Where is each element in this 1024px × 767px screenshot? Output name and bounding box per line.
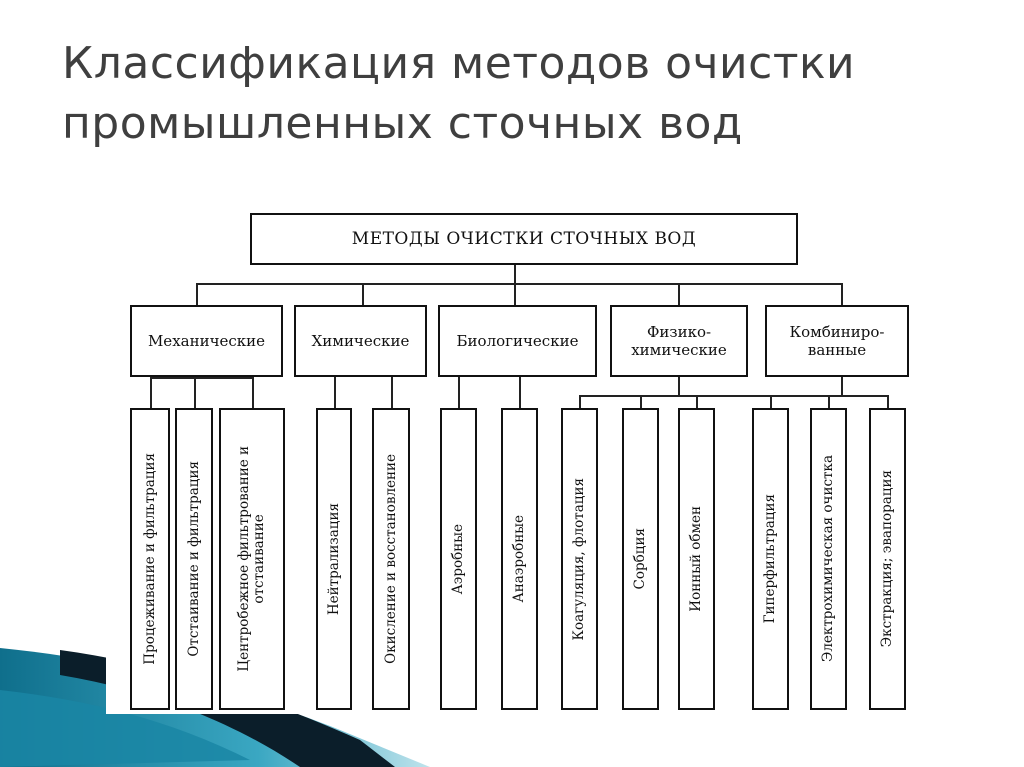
group-label: Химические — [311, 332, 410, 350]
connector-line — [579, 395, 581, 408]
leaf-aerobic: Аэробные — [440, 408, 477, 710]
leaf-coagulation-flotation: Коагуляция, флотация — [561, 408, 598, 710]
connector-line — [252, 377, 254, 408]
leaf-label: Сорбция — [632, 528, 648, 590]
connector-line — [841, 377, 843, 395]
leaf-label: Ионный обмен — [688, 506, 704, 612]
connector-line — [150, 377, 254, 379]
connector-line — [640, 395, 642, 408]
leaf-centrifugal: Центробежное фильтрование и отстаивание — [219, 408, 285, 710]
leaf-label: Гиперфильтрация — [762, 494, 778, 624]
leaf-label: Процеживание и фильтрация — [141, 453, 158, 665]
group-physico-chemical: Физико- химические — [610, 305, 748, 377]
leaf-label: Отстаивание и фильтрация — [185, 461, 202, 657]
connector-line — [514, 283, 516, 305]
leaf-hyperfiltration: Гиперфильтрация — [752, 408, 789, 710]
leaf-label: Нейтрализация — [325, 502, 342, 616]
connector-line — [196, 283, 843, 285]
leaf-label: Электрохимическая очистка — [820, 455, 836, 663]
connector-line — [150, 377, 152, 408]
slide-title: Классификация методов очистки промышленн… — [62, 34, 982, 154]
leaf-extraction-evaporation: Экстракция; эвапорация — [869, 408, 906, 710]
leaf-straining-filtration: Процеживание и фильтрация — [130, 408, 170, 710]
connector-line — [770, 395, 772, 408]
leaf-label: Коагуляция, флотация — [571, 477, 587, 641]
title-line-1: Классификация методов очистки — [62, 38, 856, 89]
group-label: Биологические — [456, 332, 579, 350]
leaf-label: Центробежное фильтрование и отстаивание — [236, 446, 267, 672]
leaf-neutralization: Нейтрализация — [316, 408, 352, 710]
group-chemical: Химические — [294, 305, 427, 377]
connector-line — [196, 283, 198, 305]
group-label: Комбиниро- ванные — [789, 323, 885, 359]
leaf-oxidation-reduction: Окисление и восстановление — [372, 408, 410, 710]
root-label: МЕТОДЫ ОЧИСТКИ СТОЧНЫХ ВОД — [351, 229, 697, 249]
connector-line — [458, 377, 460, 408]
connector-line — [334, 377, 336, 408]
group-biological: Биологические — [438, 305, 597, 377]
leaf-label: Экстракция; эвапорация — [879, 470, 895, 648]
connector-line — [514, 265, 516, 283]
connector-line — [362, 283, 364, 305]
connector-line — [841, 283, 843, 305]
leaf-label: Анаэробные — [511, 515, 527, 603]
group-mechanical: Механические — [130, 305, 283, 377]
connector-line — [579, 395, 889, 397]
leaf-anaerobic: Анаэробные — [501, 408, 538, 710]
title-line-2: промышленных сточных вод — [62, 98, 743, 149]
connector-line — [678, 283, 680, 305]
connector-line — [194, 377, 196, 408]
connector-line — [519, 377, 521, 408]
root-box: МЕТОДЫ ОЧИСТКИ СТОЧНЫХ ВОД — [250, 213, 798, 265]
connector-line — [391, 377, 393, 408]
leaf-ion-exchange: Ионный обмен — [678, 408, 715, 710]
group-combined: Комбиниро- ванные — [765, 305, 909, 377]
diagram-panel: МЕТОДЫ ОЧИСТКИ СТОЧНЫХ ВОД Механические … — [106, 205, 929, 714]
leaf-label: Окисление и восстановление — [382, 454, 399, 664]
leaf-settling-filtration: Отстаивание и фильтрация — [175, 408, 213, 710]
connector-line — [696, 395, 698, 408]
group-label: Механические — [147, 332, 266, 350]
connector-line — [678, 377, 680, 395]
leaf-electrochemical: Электрохимическая очистка — [810, 408, 847, 710]
connector-line — [828, 395, 830, 408]
group-label: Физико- химические — [631, 323, 727, 359]
leaf-sorption: Сорбция — [622, 408, 659, 710]
connector-line — [887, 395, 889, 408]
leaf-label: Аэробные — [450, 523, 466, 595]
